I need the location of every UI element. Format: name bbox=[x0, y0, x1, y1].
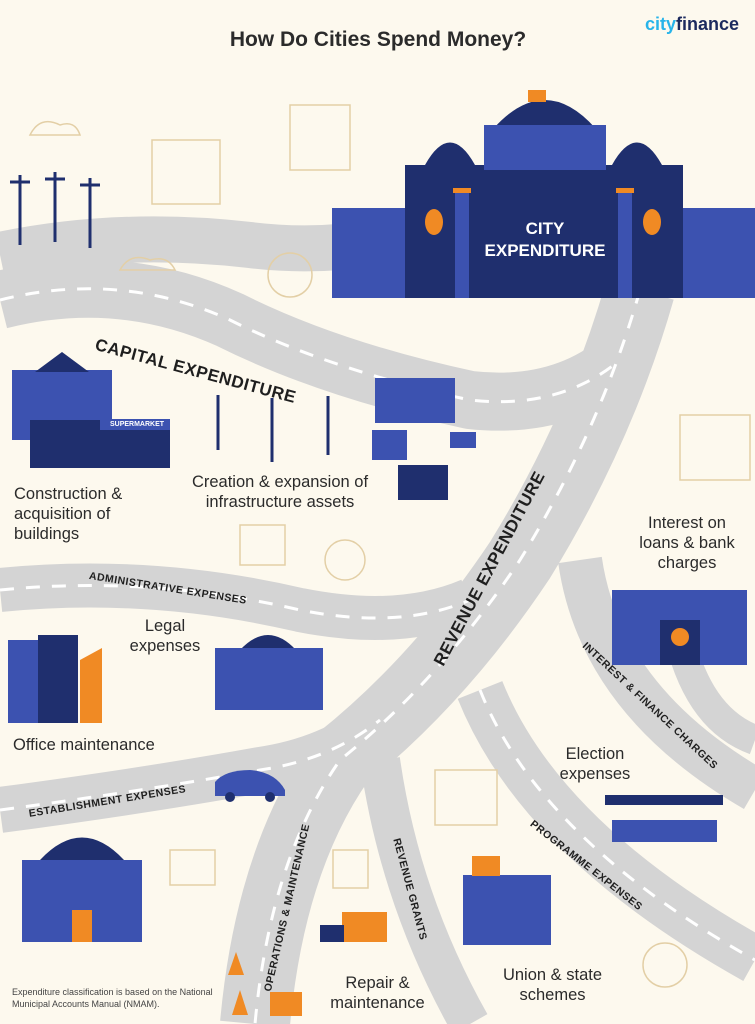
category-election: Election expenses bbox=[559, 745, 631, 783]
legal-building bbox=[215, 635, 323, 710]
election-stall bbox=[605, 795, 723, 842]
category-interest: Interest on loans & bank charges bbox=[639, 514, 735, 572]
page-title: How Do Cities Spend Money? bbox=[229, 28, 527, 51]
road-programme bbox=[457, 680, 755, 981]
category-infrastructure: Creation & expansion of infrastructure a… bbox=[191, 473, 369, 511]
construction-building bbox=[12, 352, 170, 468]
car bbox=[215, 770, 285, 802]
road-grants bbox=[360, 757, 488, 1024]
category-office: Office maintenance bbox=[13, 736, 155, 754]
city-hall bbox=[332, 90, 755, 298]
union-building bbox=[463, 856, 551, 945]
city-label-line1: CITY bbox=[525, 219, 565, 238]
logo-part-city: city bbox=[644, 14, 676, 34]
cityfinance-logo[interactable]: cityfinance bbox=[645, 14, 739, 35]
category-buildings: Construction & acquisition of buildings bbox=[14, 485, 123, 543]
office-building bbox=[8, 635, 102, 723]
city-label-line2: EXPENDITURE bbox=[484, 241, 606, 260]
power-poles bbox=[10, 172, 330, 462]
infrastructure-assets bbox=[372, 378, 476, 500]
supermarket-sign: SUPERMARKET bbox=[109, 421, 165, 428]
bank-building bbox=[612, 590, 747, 665]
city-expenditure-label: CITY EXPENDITURE bbox=[470, 218, 620, 262]
road-interest bbox=[558, 556, 755, 810]
background-sketches bbox=[28, 104, 751, 988]
footnote: Expenditure classification is based on t… bbox=[12, 987, 213, 1009]
establishment-building bbox=[22, 837, 142, 942]
category-repair: Repair & maintenance bbox=[330, 974, 425, 1012]
logo-part-finance: finance bbox=[675, 14, 739, 34]
category-legal: Legal expenses bbox=[129, 617, 201, 655]
traffic-cones bbox=[228, 952, 302, 1016]
truck bbox=[320, 912, 387, 942]
category-union: Union & state schemes bbox=[502, 966, 603, 1004]
